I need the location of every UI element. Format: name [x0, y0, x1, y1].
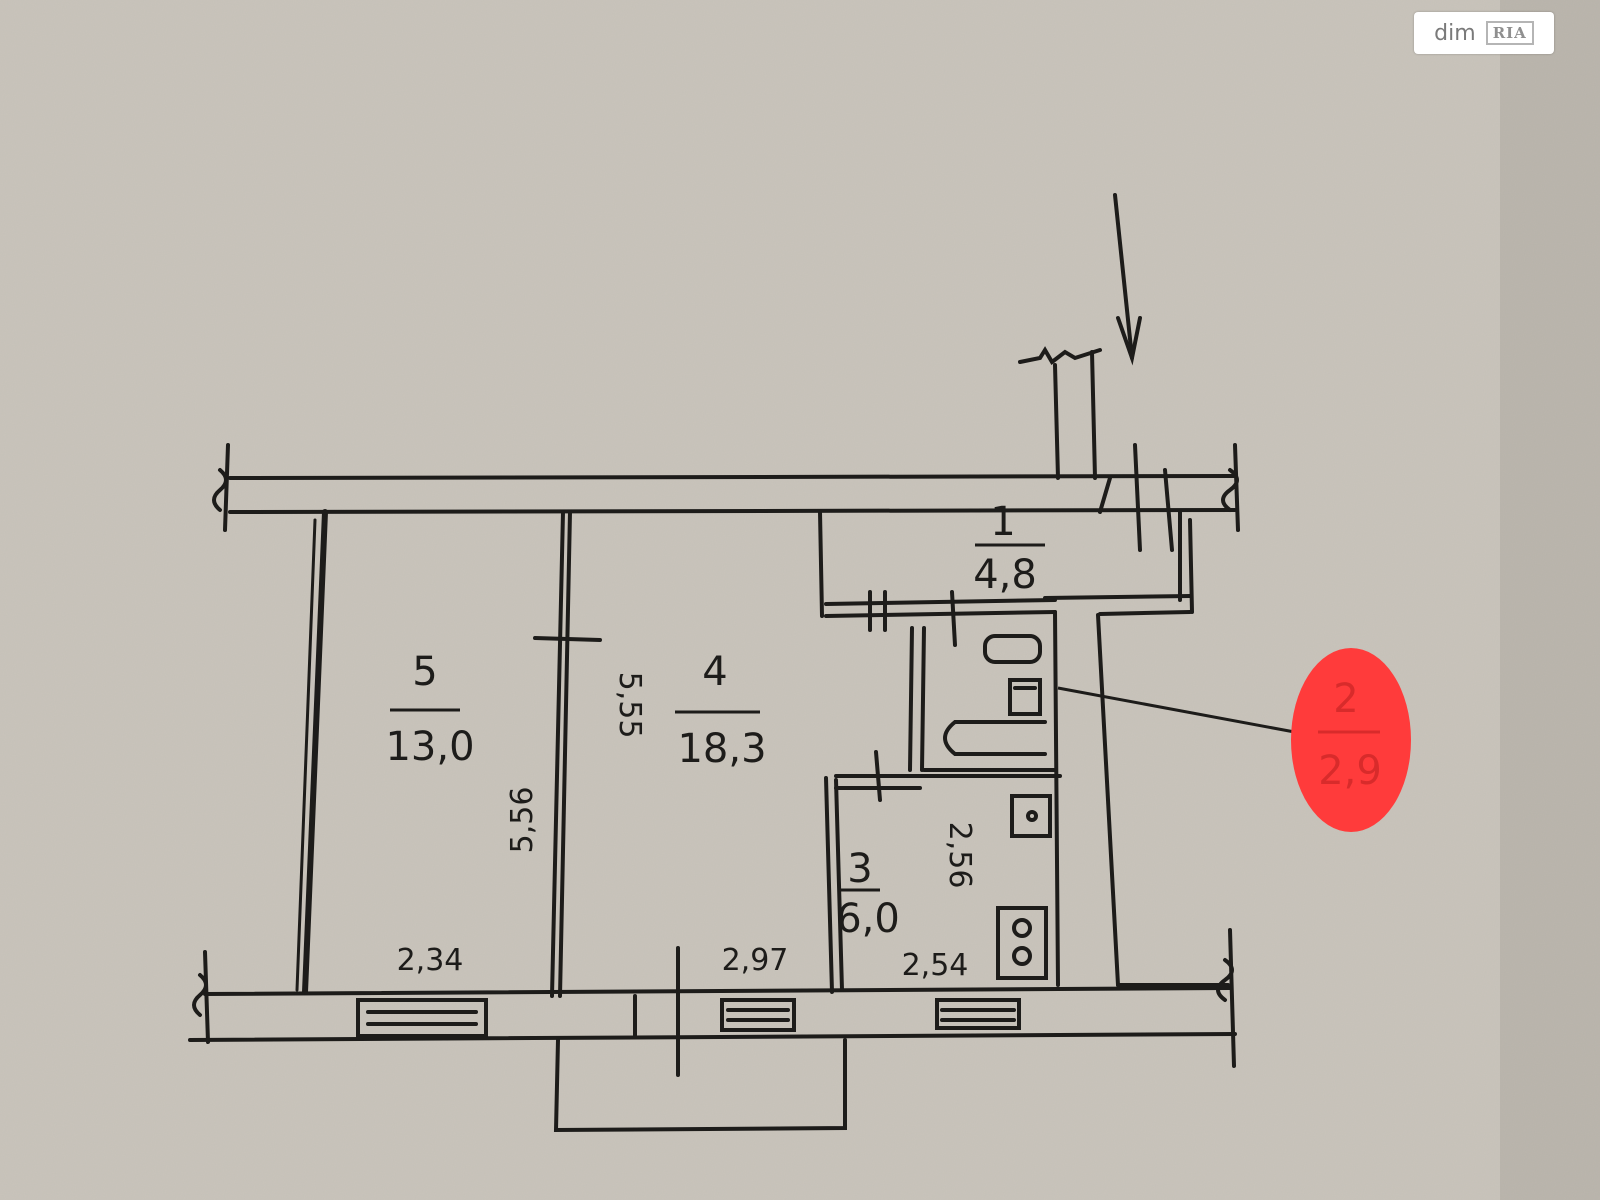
room-1-number: 1: [990, 499, 1015, 545]
room-2-leader-line: [1057, 686, 1301, 735]
entrance-break: [1018, 346, 1102, 365]
stove: [996, 906, 1048, 980]
kitchen-wall-right: [1053, 610, 1060, 987]
break-mark-top-right: [1221, 443, 1240, 532]
room-2-highlight: [1291, 648, 1411, 832]
bottom-wall-outer: [203, 986, 1232, 996]
break-mark-bottom-left: [192, 950, 210, 1044]
room-4-number: 4: [702, 649, 727, 695]
kitchen-wall-left: [824, 776, 834, 994]
window-room-4: [720, 998, 796, 1032]
room-3-length-label: 2,56: [942, 822, 977, 889]
left-wall: [302, 509, 328, 995]
room-4-length-label: 5,55: [612, 672, 647, 739]
top-wall-outer: [228, 474, 1237, 480]
bathroom-wall-left: [908, 626, 914, 772]
room-5-length-label: 5,56: [505, 787, 540, 854]
partition-5-4: [550, 510, 565, 998]
bottom-wall-inner: [188, 1032, 1237, 1042]
room-3-area: 6,0: [836, 896, 900, 942]
corridor-right-wall: [1096, 613, 1120, 987]
dimension-labels: 2,34 2,97 2,54 5,56 5,55 2,56: [397, 672, 977, 983]
walls: [188, 193, 1240, 1133]
room-5-area: 13,0: [385, 724, 474, 770]
room-4-width-label: 2,97: [722, 943, 789, 978]
page-edge-shadow: [1500, 0, 1600, 1200]
entry-arrow-head: [1116, 316, 1142, 366]
partition-corridor-left: [818, 510, 824, 618]
dim-ria-watermark: dim RIA: [1414, 12, 1554, 54]
entrance-wall-left: [1053, 363, 1060, 480]
washbasin: [983, 634, 1042, 664]
room-1-lower-wall: [1043, 594, 1192, 600]
top-wall-inner: [228, 508, 1237, 514]
room-3-number: 3: [847, 846, 872, 892]
watermark-brand: dim: [1434, 20, 1476, 46]
room-5-number: 5: [412, 649, 437, 695]
break-mark-top-left: [212, 443, 230, 532]
room-2-area: 2,9: [1318, 748, 1382, 794]
entrance-wall-right: [1090, 350, 1097, 480]
balcony: [553, 1038, 847, 1133]
room-labels: 5 13,0 4 18,3 3 6,0 1 4,8 2 2,9: [385, 499, 1381, 942]
toilet: [1008, 678, 1042, 716]
room-3-width-label: 2,54: [902, 948, 969, 983]
watermark-badge: RIA: [1485, 21, 1534, 45]
room-5-width-label: 2,34: [397, 943, 464, 978]
break-mark-bottom-right: [1216, 928, 1236, 1068]
room-2-number: 2: [1333, 676, 1358, 722]
room-4-area: 18,3: [677, 726, 766, 772]
bathtub: [943, 720, 1047, 756]
room-1-area: 4,8: [973, 552, 1037, 598]
entry-arrow-shaft: [1113, 193, 1134, 360]
window-room-5: [356, 998, 488, 1038]
kitchen-sink: [1010, 794, 1052, 838]
window-room-3: [935, 998, 1021, 1030]
